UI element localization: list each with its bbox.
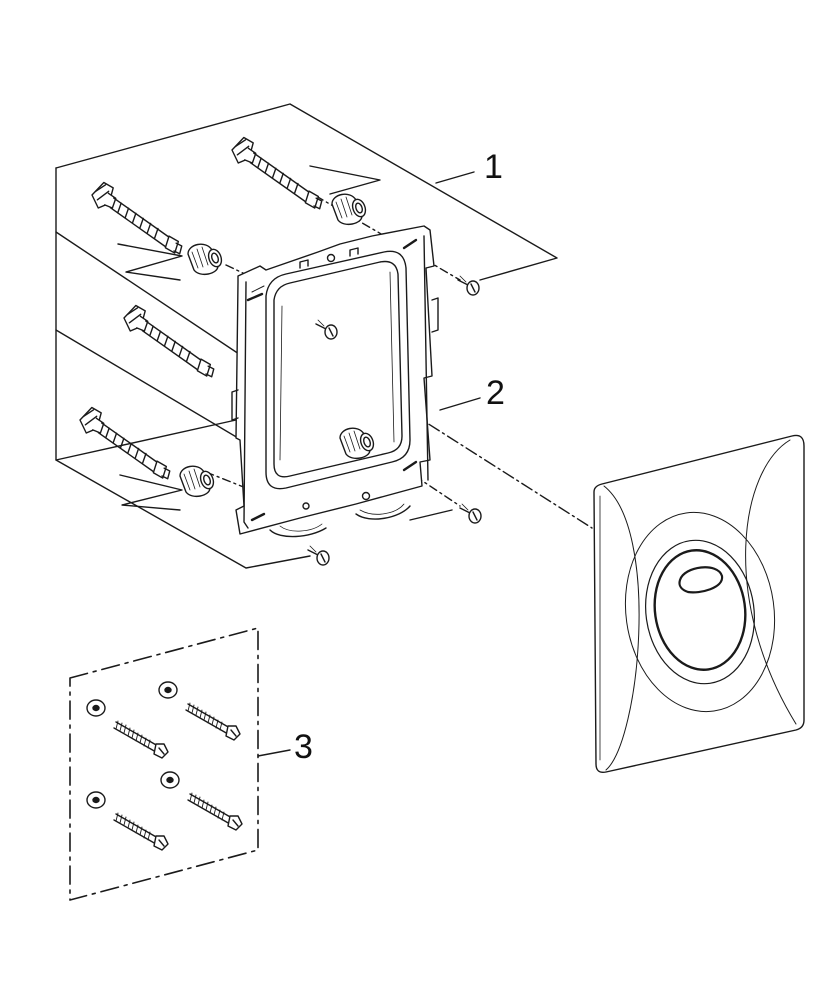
wall-anchor-middle — [116, 303, 222, 378]
screw-top-right — [457, 275, 480, 296]
wall-anchor-top-right — [224, 135, 330, 210]
nut-bottom — [179, 465, 217, 498]
wall-anchor-top-left — [84, 180, 190, 255]
screw-bottom-left — [307, 545, 330, 566]
wall-anchor-bottom — [72, 405, 178, 480]
cover-plate — [594, 435, 804, 772]
callout-part-2: 2 — [486, 374, 505, 412]
callout-part-3: 3 — [294, 728, 313, 766]
nut-top-right — [331, 193, 369, 226]
mounting-frame — [232, 226, 438, 537]
nut-top-left — [187, 243, 225, 276]
callout-part-1: 1 — [484, 148, 503, 186]
screw-bottom-right — [459, 503, 482, 524]
screw-set-panel — [70, 628, 290, 900]
